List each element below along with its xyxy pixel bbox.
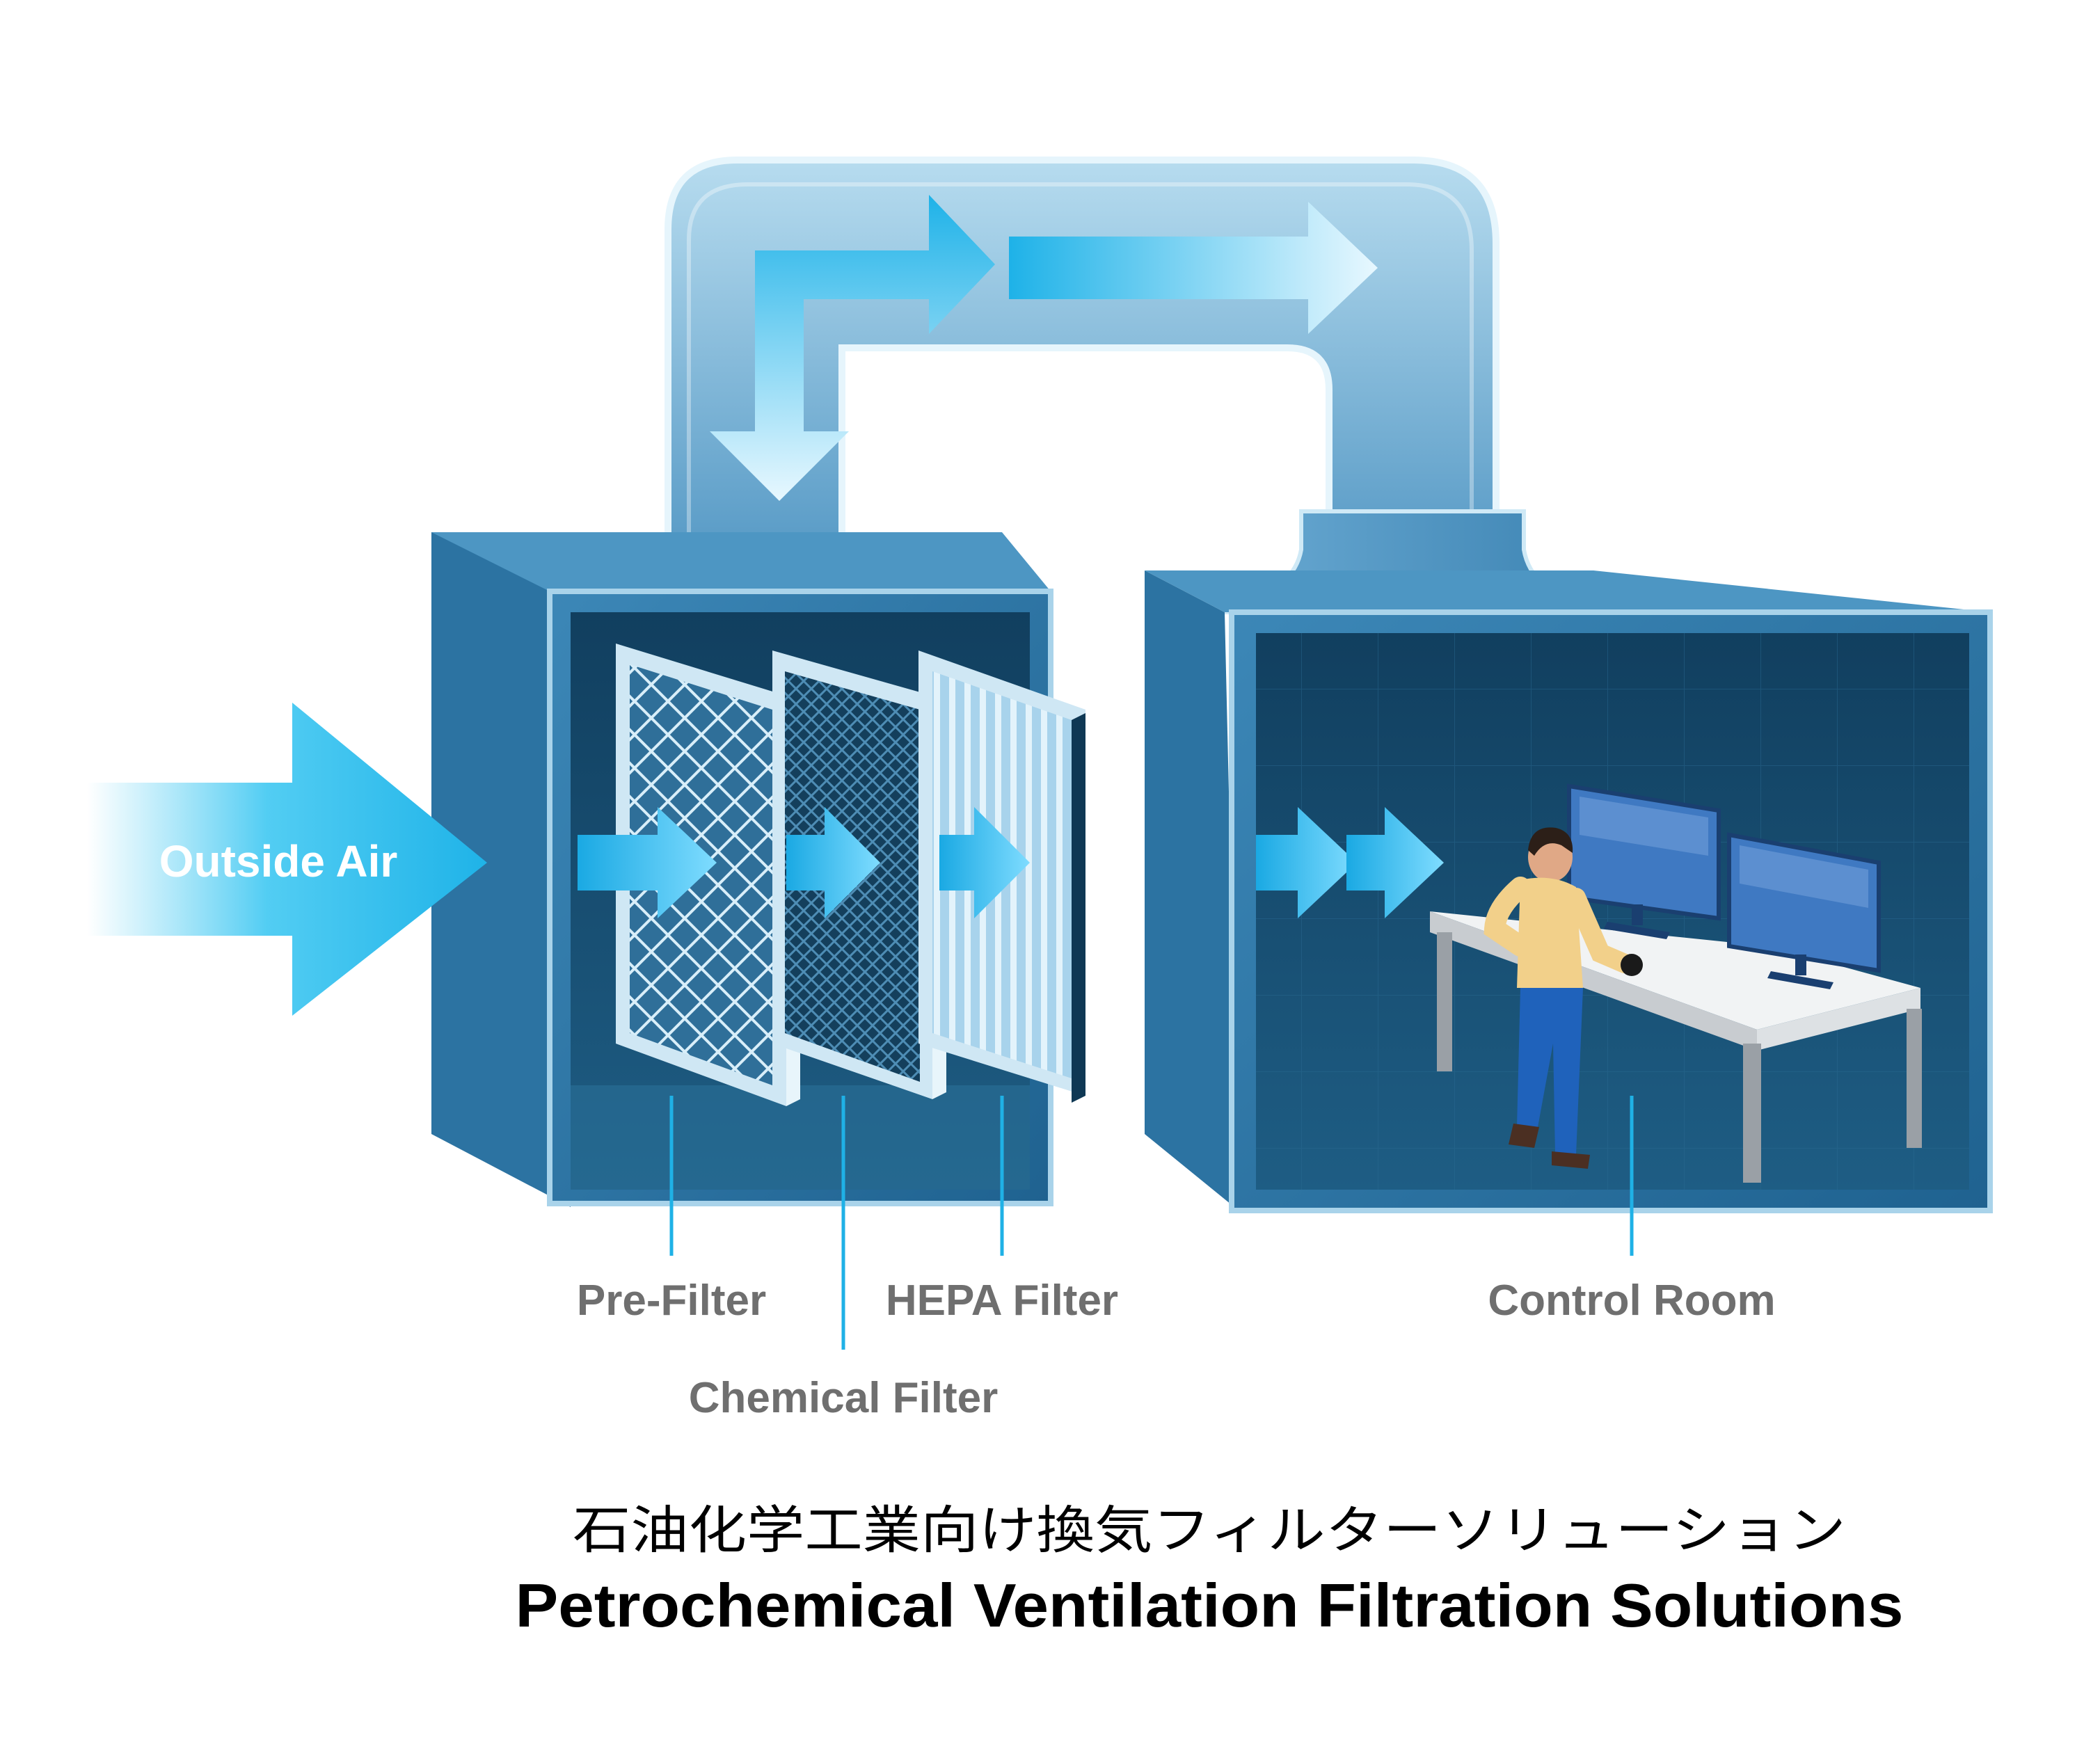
operator-person	[1483, 827, 1643, 1169]
flow-arrow-right-icon	[939, 807, 1030, 918]
title-english: Petrochemical Ventilation Filtration Sol…	[516, 1571, 1904, 1640]
outside-air-label: Outside Air	[159, 836, 398, 886]
duct-arrow-down-right-icon	[710, 195, 995, 501]
flow-arrow-right-icon	[1346, 807, 1444, 918]
title-japanese: 石油化学工業向け換気フィルターソリューション	[573, 1501, 1846, 1560]
control-room-label: Control Room	[1488, 1277, 1775, 1325]
chemical-filter-label: Chemical Filter	[689, 1374, 998, 1422]
component-labels: Pre-Filter Chemical Filter HEPA Filter C…	[577, 1277, 1776, 1422]
flow-arrow-right-icon	[1256, 807, 1357, 918]
duct-arrow-right-icon	[1009, 202, 1378, 334]
outside-air-arrow: Outside Air	[87, 703, 487, 1016]
flow-arrow-right-icon	[578, 807, 717, 918]
flow-arrow-right-icon	[786, 807, 880, 918]
room-flow-arrows	[1256, 807, 1444, 918]
title-block: 石油化学工業向け換気フィルターソリューション Petrochemical Ven…	[516, 1501, 1904, 1640]
hepa-filter-label: HEPA Filter	[886, 1277, 1118, 1325]
pre-filter-label: Pre-Filter	[577, 1277, 766, 1325]
filter-flow-arrows	[578, 807, 1030, 918]
monitor-right	[1727, 832, 1881, 989]
leader-lines	[669, 1096, 1634, 1350]
duct-flow-arrows	[710, 195, 1378, 501]
